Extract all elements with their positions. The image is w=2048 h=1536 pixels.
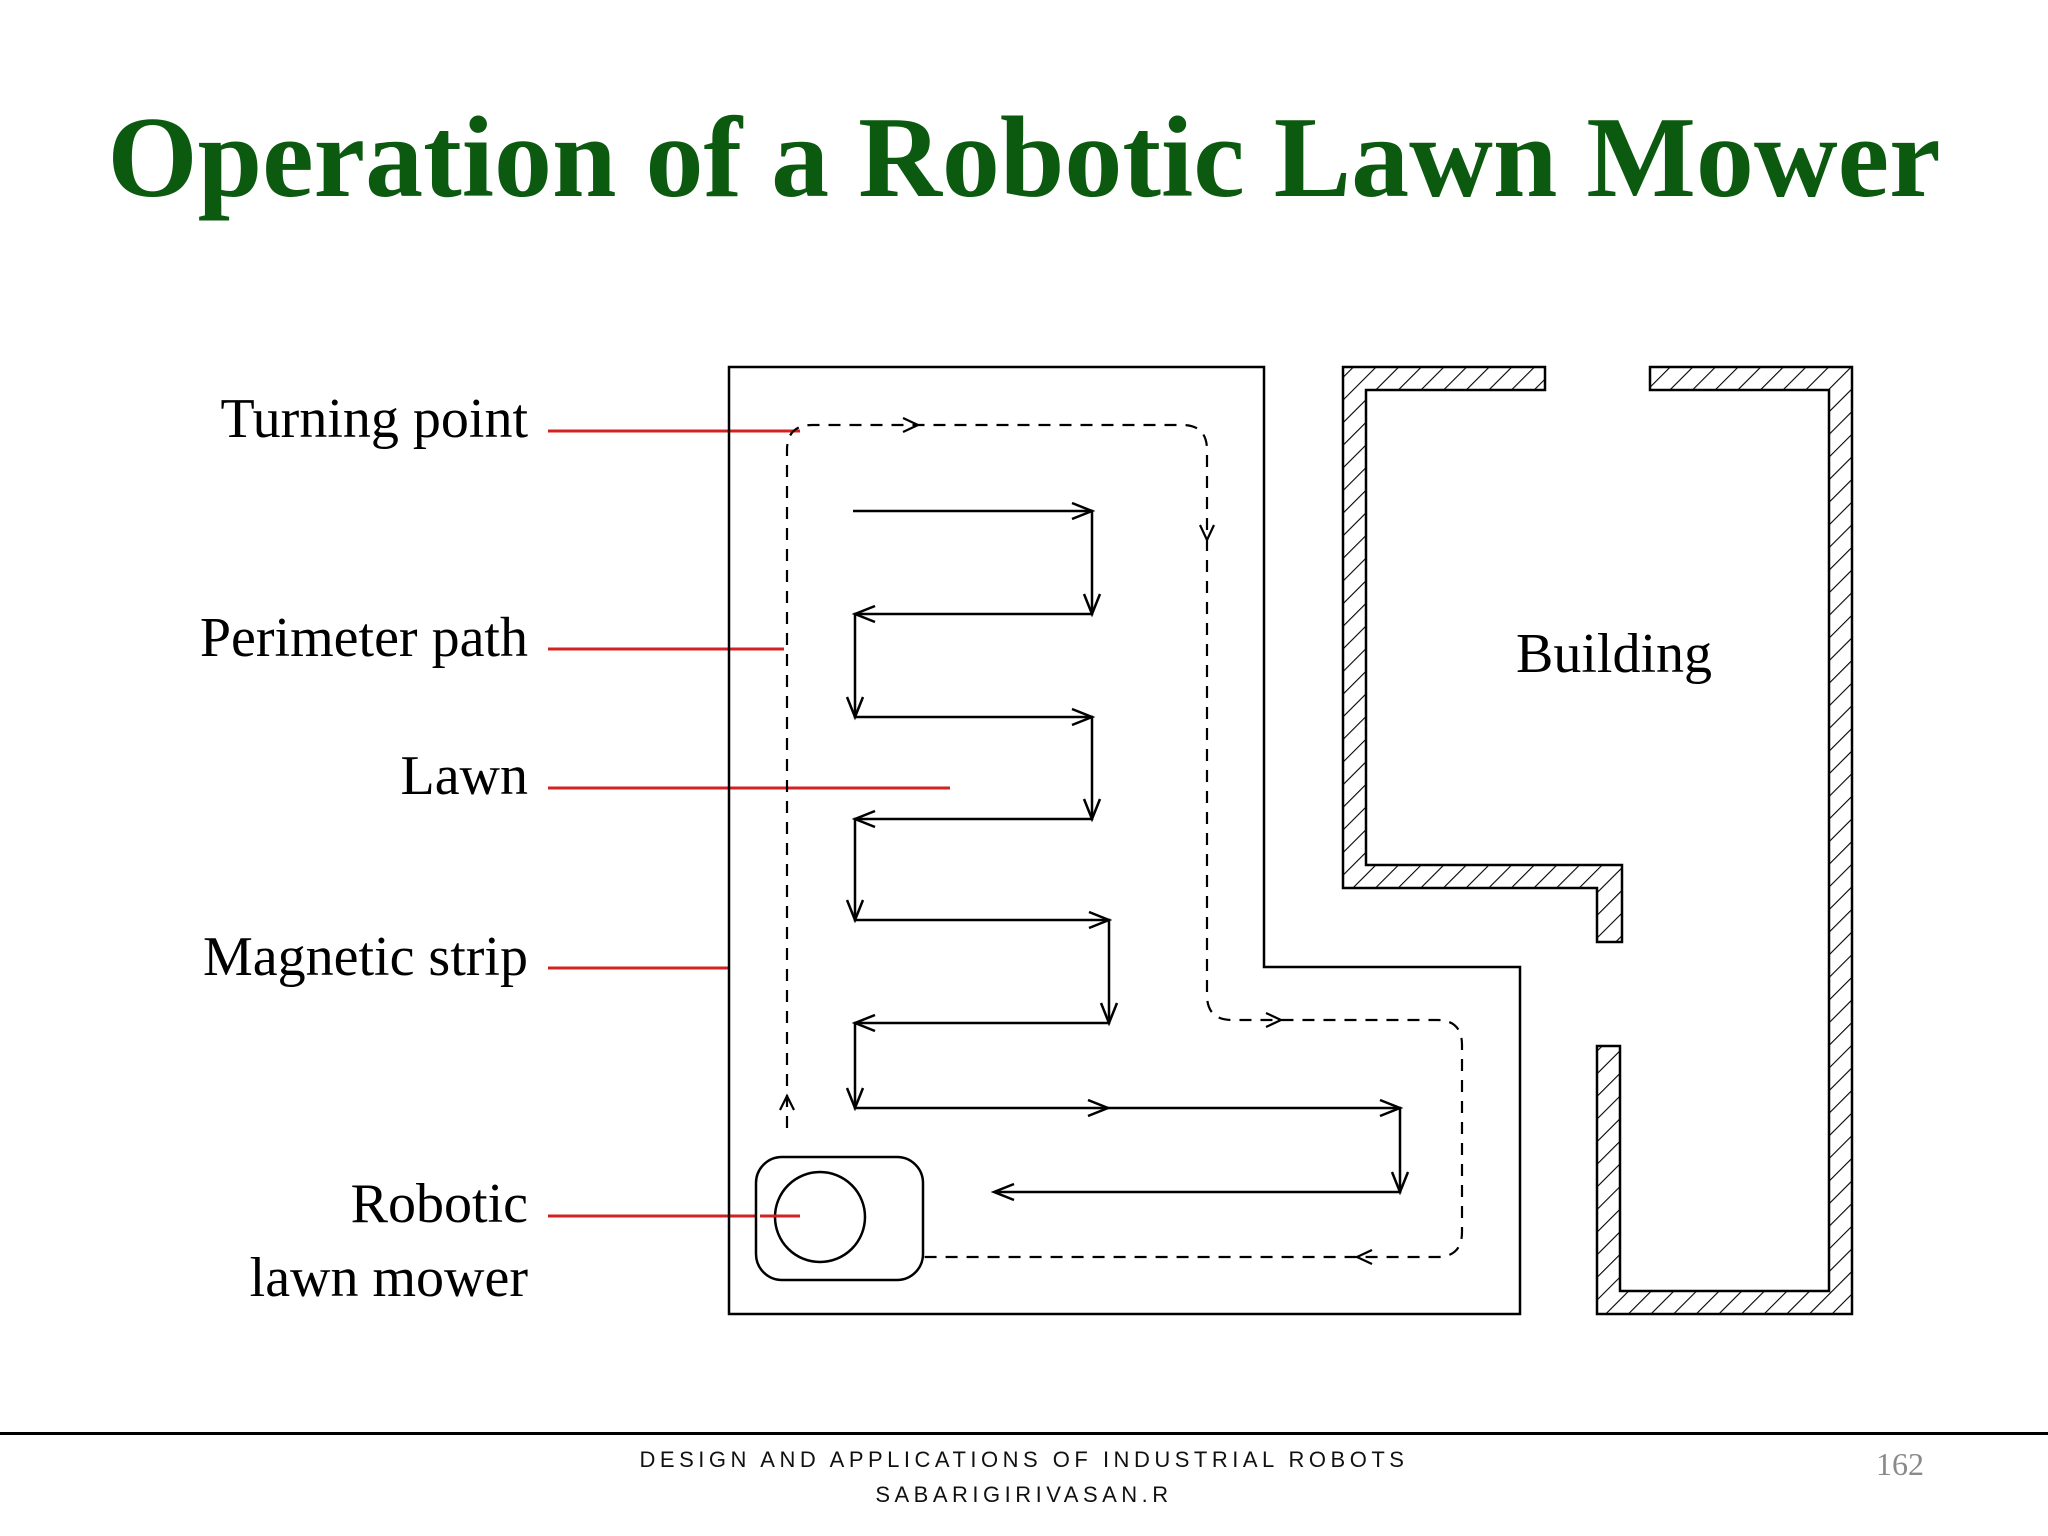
mow-arrow-13 bbox=[1087, 1098, 1112, 1118]
mow-arrow-7 bbox=[851, 809, 876, 829]
page-number: 162 bbox=[1876, 1446, 1924, 1482]
mow-arrow-11 bbox=[851, 1013, 876, 1033]
perimeter-arrow-mid bbox=[1265, 1012, 1284, 1028]
perimeter-arrow-top bbox=[902, 417, 921, 433]
mow-arrow-4 bbox=[845, 696, 865, 721]
building-wall-right bbox=[1595, 365, 1854, 1316]
label-robotic: Robotic bbox=[351, 1173, 528, 1235]
label-perimeter-path: Perimeter path bbox=[200, 607, 528, 669]
perimeter-arrow-bottom bbox=[1354, 1249, 1373, 1265]
footer-author: SABARIGIRIVASAN.R bbox=[875, 1482, 1173, 1507]
mow-arrow-3 bbox=[851, 604, 876, 624]
mow-arrow-15 bbox=[1390, 1171, 1410, 1196]
label-lawn-mower: lawn mower bbox=[250, 1247, 529, 1309]
perimeter-arrow-right bbox=[1199, 524, 1215, 543]
building bbox=[1341, 365, 1854, 1316]
label-magnetic-strip: Magnetic strip bbox=[203, 926, 528, 988]
label-building: Building bbox=[1516, 623, 1712, 685]
mow-arrow-16 bbox=[990, 1182, 1015, 1202]
mow-arrow-12 bbox=[845, 1087, 865, 1112]
mow-arrow-2 bbox=[1082, 593, 1102, 618]
mow-arrow-6 bbox=[1082, 798, 1102, 823]
mow-arrow-10 bbox=[1099, 1002, 1119, 1027]
mow-arrow-5 bbox=[1071, 707, 1096, 727]
label-lawn: Lawn bbox=[400, 745, 528, 807]
label-turning-point: Turning point bbox=[220, 388, 528, 450]
perimeter-arrow-left bbox=[779, 1093, 795, 1111]
footer-divider bbox=[0, 1432, 2048, 1435]
mow-arrow-8 bbox=[845, 899, 865, 924]
mowing-path bbox=[853, 509, 1402, 1194]
slide-title: Operation of a Robotic Lawn Mower bbox=[107, 94, 1941, 222]
perimeter-path bbox=[785, 423, 1464, 1259]
magnetic-strip-boundary bbox=[727, 365, 1522, 1316]
mow-arrow-14 bbox=[1379, 1098, 1404, 1118]
mower-body bbox=[754, 1155, 925, 1282]
building-wall-left bbox=[1341, 365, 1624, 944]
footer-course-title: DESIGN AND APPLICATIONS OF INDUSTRIAL RO… bbox=[639, 1447, 1409, 1472]
mow-arrow-9 bbox=[1088, 910, 1113, 930]
robotic-mower bbox=[754, 1155, 925, 1282]
mow-arrow-1 bbox=[1071, 501, 1096, 521]
